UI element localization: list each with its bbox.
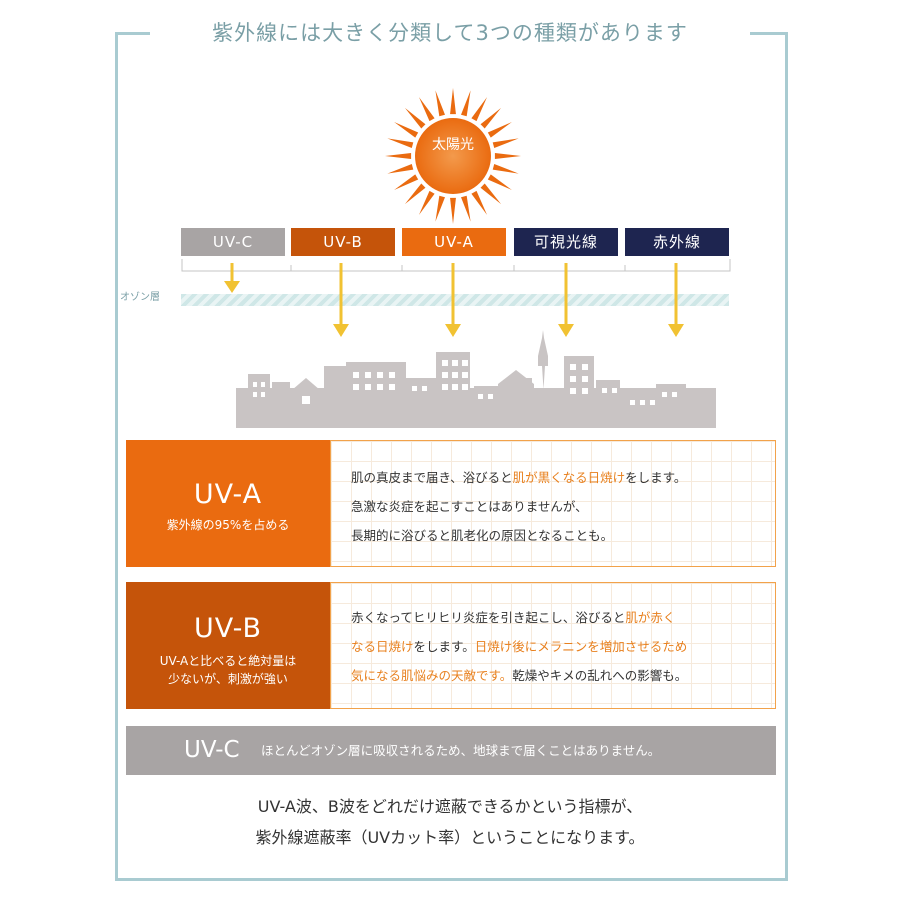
frame-top-right bbox=[750, 32, 788, 35]
uvb-line-1-highlight: 肌が赤く bbox=[625, 610, 676, 625]
uva-label-box: UV-A 紫外線の95%を占める bbox=[126, 440, 330, 567]
uva-line-1-tail: をします。 bbox=[625, 470, 687, 485]
frame-top-left bbox=[115, 32, 155, 35]
ozone-layer-bar bbox=[181, 294, 729, 306]
spectrum-uvb: UV-B bbox=[291, 228, 395, 256]
bottom-line-1: UV-A波、B波をどれだけ遮蔽できるかという指標が、 bbox=[257, 797, 643, 816]
spectrum-visible: 可視光線 bbox=[514, 228, 618, 256]
uva-description-box: 肌の真皮まで届き、浴びると肌が黒くなる日焼けをします。 急激な炎症を起こすことは… bbox=[330, 440, 776, 567]
uva-line-2: 急激な炎症を起こすことはありませんが、 bbox=[351, 499, 588, 514]
uva-line-3: 長期的に浴びると肌老化の原因となることも。 bbox=[351, 528, 614, 543]
uvb-line-3-text: 乾燥やキメの乱れへの影響も。 bbox=[512, 668, 688, 683]
frame-border bbox=[115, 33, 788, 881]
uvb-line-2-text: をします。 bbox=[413, 639, 475, 654]
uvb-line-1-text: 赤くなってヒリヒリ炎症を引き起こし、浴びると bbox=[351, 610, 626, 625]
uvb-name: UV-B bbox=[194, 613, 262, 644]
uva-line-1-text: 肌の真皮まで届き、浴びると bbox=[351, 470, 513, 485]
uvb-line-3-highlight: 気になる肌悩みの天敵です。 bbox=[351, 668, 513, 683]
bottom-line-2: 紫外線遮蔽率（UVカット率）ということになります。 bbox=[255, 828, 645, 847]
uva-line-1-highlight: 肌が黒くなる日焼け bbox=[512, 470, 626, 485]
uvb-sub-2: 少ないが、刺激が強い bbox=[168, 672, 288, 686]
uvb-description-box: 赤くなってヒリヒリ炎症を引き起こし、浴びると肌が赤く なる日焼けをします。日焼け… bbox=[330, 582, 776, 709]
uvc-box: UV-C ほとんどオゾン層に吸収されるため、地球まで届くことはありません。 bbox=[126, 726, 776, 775]
uva-sub: 紫外線の95%を占める bbox=[166, 518, 290, 532]
uvc-name: UV-C bbox=[184, 737, 240, 763]
uva-line-1: 肌の真皮まで届き、浴びると肌が黒くなる日焼けをします。 bbox=[351, 463, 765, 492]
sun-label: 太陽光 bbox=[432, 137, 474, 153]
uvb-line-2-highlight: なる日焼け bbox=[351, 639, 414, 654]
uvb-line-1: 赤くなってヒリヒリ炎症を引き起こし、浴びると肌が赤く bbox=[351, 603, 765, 632]
spectrum-bracket bbox=[181, 259, 731, 272]
uvb-label-box: UV-B UV-Aと比べると絶対量は 少ないが、刺激が強い bbox=[126, 582, 330, 709]
ozone-label: オゾン層 bbox=[120, 292, 160, 303]
spectrum-uvc: UV-C bbox=[181, 228, 285, 256]
uvb-line-2-highlight-2: 日焼け後にメラニンを増加させるため bbox=[474, 639, 688, 654]
uvb-line-2: なる日焼けをします。日焼け後にメラニンを増加させるため bbox=[351, 632, 765, 661]
uvb-line-3: 気になる肌悩みの天敵です。乾燥やキメの乱れへの影響も。 bbox=[351, 661, 765, 690]
page-title: 紫外線には大きく分類して3つの種類があります bbox=[150, 18, 750, 48]
spectrum-infrared: 赤外線 bbox=[625, 228, 729, 256]
sun-icon bbox=[385, 88, 521, 224]
uva-name: UV-A bbox=[193, 479, 263, 510]
city-skyline-icon bbox=[236, 330, 716, 428]
spectrum-uva: UV-A bbox=[402, 228, 506, 256]
uvc-text: ほとんどオゾン層に吸収されるため、地球まで届くことはありません。 bbox=[261, 743, 661, 758]
uvb-sub-1: UV-Aと比べると絶対量は bbox=[159, 654, 297, 668]
